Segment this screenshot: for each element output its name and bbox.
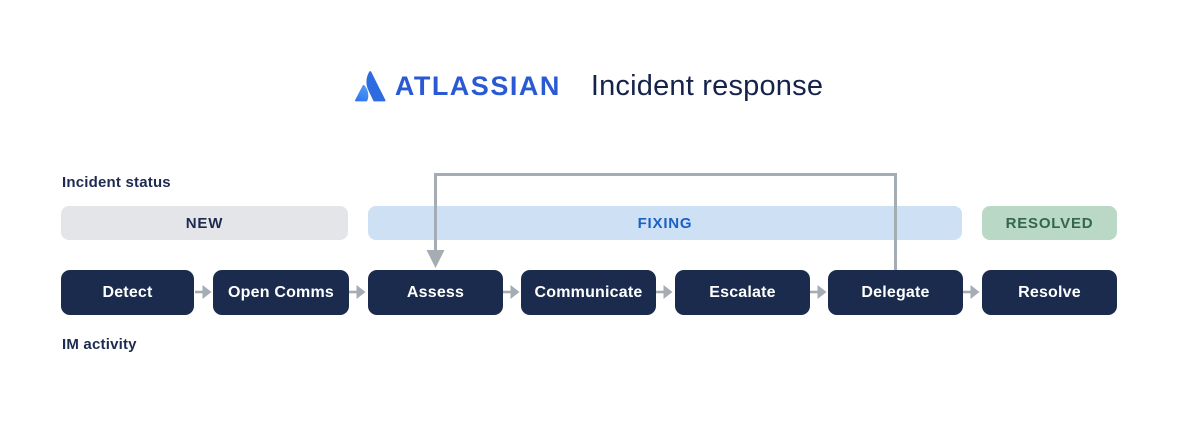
status-bar-fixing: FIXING — [368, 206, 962, 240]
activity-label: Escalate — [709, 283, 776, 301]
activity-label: Assess — [406, 283, 465, 301]
activity-label: Delegate — [861, 283, 930, 301]
arrow-right-icon — [503, 285, 520, 299]
activity-label: Resolve — [1018, 283, 1081, 301]
arrow-right-icon — [195, 285, 212, 299]
status-bar-label: FIXING — [637, 214, 693, 232]
arrow-right-icon — [963, 285, 980, 299]
im-activity-label: IM activity — [62, 336, 137, 353]
activity-box-detect: Detect — [61, 270, 194, 315]
activity-box-assess: Assess — [368, 270, 503, 315]
activity-box-escalate: Escalate — [675, 270, 810, 315]
status-bar-new: NEW — [61, 206, 348, 240]
incident-status-label: Incident status — [62, 174, 171, 191]
atlassian-logo-icon — [354, 71, 386, 102]
status-bar-resolved: RESOLVED — [982, 206, 1117, 240]
activity-label: Open Comms — [227, 283, 334, 301]
page-title: Incident response — [590, 70, 824, 102]
arrow-right-icon — [810, 285, 827, 299]
activity-label: Communicate — [534, 283, 643, 301]
status-bar-label: NEW — [185, 214, 224, 232]
activity-box-delegate: Delegate — [828, 270, 963, 315]
brand: ATLASSIAN — [354, 71, 561, 102]
brand-wordmark: ATLASSIAN — [394, 71, 561, 101]
status-bar-label: RESOLVED — [1005, 214, 1094, 232]
activity-box-resolve: Resolve — [982, 270, 1117, 315]
activity-label: Detect — [102, 283, 153, 301]
activity-box-open-comms: Open Comms — [213, 270, 349, 315]
activity-box-communicate: Communicate — [521, 270, 656, 315]
arrow-right-icon — [349, 285, 366, 299]
arrow-right-icon — [656, 285, 673, 299]
diagram-stage: Incident status NEW FIXING RESOLVED Dete… — [61, 0, 1117, 432]
header: ATLASSIAN Incident response — [0, 70, 1178, 103]
